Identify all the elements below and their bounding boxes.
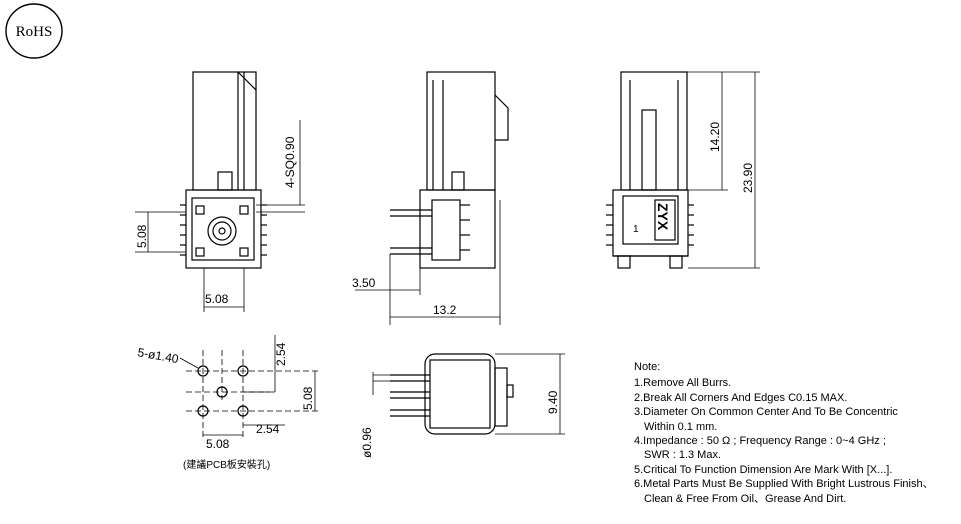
note-line-6b: Clean & Free From Oil、Grease And Dirt. xyxy=(644,492,847,505)
note-line-3: 3.Diameter On Common Center And To Be Co… xyxy=(634,406,898,419)
note-line-4b: SWR : 1.3 Max. xyxy=(644,449,722,462)
rohs-logo: RoHS xyxy=(5,3,63,59)
side-view: 3.50 13.2 xyxy=(352,71,509,325)
top-view: 4-SQ0.90 5.08 5.08 xyxy=(135,71,305,312)
pin-diameter-label: ø0.96 xyxy=(360,427,374,458)
side-view-2: ø0.96 9.40 xyxy=(360,353,565,458)
note-line-4: 4.Impedance : 50 Ω ; Frequency Range : 0… xyxy=(634,435,886,448)
notes-title: Note: xyxy=(634,361,661,373)
height-dim-label: 5.08 xyxy=(135,224,149,248)
span-v-label: 5.08 xyxy=(301,386,315,410)
holes-label: 5-ø1.40 xyxy=(136,345,179,366)
span-h-label: 5.08 xyxy=(206,437,230,451)
pitch-v-label: 2.54 xyxy=(274,342,288,366)
note-line-2: 2.Break All Corners And Edges C0.15 MAX. xyxy=(634,391,848,404)
length-dim-label: 13.2 xyxy=(433,303,457,317)
pitch-h-label: 2.54 xyxy=(256,422,280,436)
upper-height-label: 14.20 xyxy=(708,122,722,152)
front-view: ZYX 1 14.20 23.90 xyxy=(606,71,760,269)
pin-offset-label: 3.50 xyxy=(352,276,376,290)
note-line-1: 1.Remove All Burrs. xyxy=(634,377,732,390)
total-height-label: 23.90 xyxy=(741,163,755,193)
width-dim-label: 5.08 xyxy=(205,292,229,306)
pcb-caption: (建議PCB板安裝孔) xyxy=(183,458,270,471)
marking-text: ZYX xyxy=(655,203,671,231)
note-line-5: 5.Critical To Function Dimension Are Mar… xyxy=(634,463,893,476)
note-line-6: 6.Metal Parts Must Be Supplied With Brig… xyxy=(634,478,934,491)
notes-block: Note: 1.Remove All Burrs. 2.Break All Co… xyxy=(634,360,954,506)
side-height-label: 9.40 xyxy=(546,390,560,414)
note-line-3b: Within 0.1 mm. xyxy=(644,420,718,433)
pin-size-label: 4-SQ0.90 xyxy=(283,136,297,188)
rohs-text: RoHS xyxy=(16,24,53,40)
pcb-layout: 5-ø1.40 2.54 5.08 5.08 2.54 (建議PCB板安裝孔) xyxy=(136,335,320,471)
pin-one-mark: 1 xyxy=(633,224,639,235)
